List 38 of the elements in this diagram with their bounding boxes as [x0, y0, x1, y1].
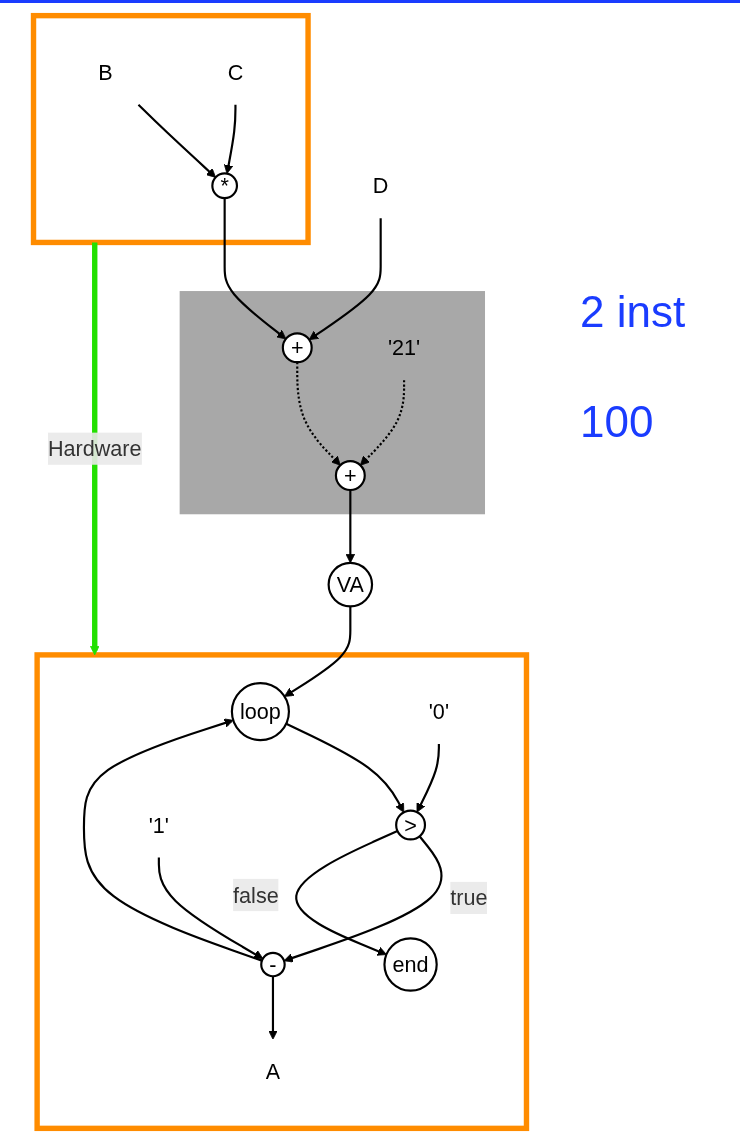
- node-text: '21': [387, 335, 421, 360]
- arrow: [416, 744, 440, 813]
- node-circle: loop: [230, 682, 290, 742]
- node-circle: *: [211, 172, 239, 200]
- node-text: C: [227, 60, 244, 85]
- cluster: [34, 652, 530, 1132]
- node-text: '1': [148, 813, 169, 837]
- note-text: 100: [580, 397, 654, 447]
- arrow: [90, 242, 100, 656]
- arrow: [268, 976, 278, 1040]
- node-circle: -: [260, 951, 286, 978]
- edge-label: false: [233, 883, 279, 907]
- arrow: [223, 198, 287, 340]
- node-circle: +: [281, 332, 313, 364]
- arrow: [283, 835, 443, 963]
- arrow: [284, 606, 352, 697]
- arrow: [157, 857, 264, 960]
- node-circle: VA: [327, 561, 374, 608]
- arrow: [223, 104, 237, 175]
- arrow: [285, 722, 405, 813]
- note-text: 2 inst: [580, 287, 686, 337]
- arrow: [295, 829, 398, 956]
- arrow: [296, 362, 341, 466]
- arrow: [360, 380, 406, 466]
- edge-label: true: [450, 886, 488, 910]
- edge-label: Hardware: [47, 436, 142, 461]
- arrow: [308, 218, 382, 341]
- arrow: [137, 103, 217, 178]
- node-text: '0': [428, 699, 450, 724]
- node-text: A: [265, 1059, 281, 1084]
- node-circle: end: [383, 937, 438, 992]
- node-circle: >: [395, 809, 427, 841]
- cluster: [30, 12, 311, 246]
- cluster: [179, 291, 485, 515]
- node-text: D: [372, 173, 389, 198]
- node-circle: +: [334, 460, 366, 492]
- arrow: [82, 718, 263, 962]
- node-text: B: [98, 60, 113, 85]
